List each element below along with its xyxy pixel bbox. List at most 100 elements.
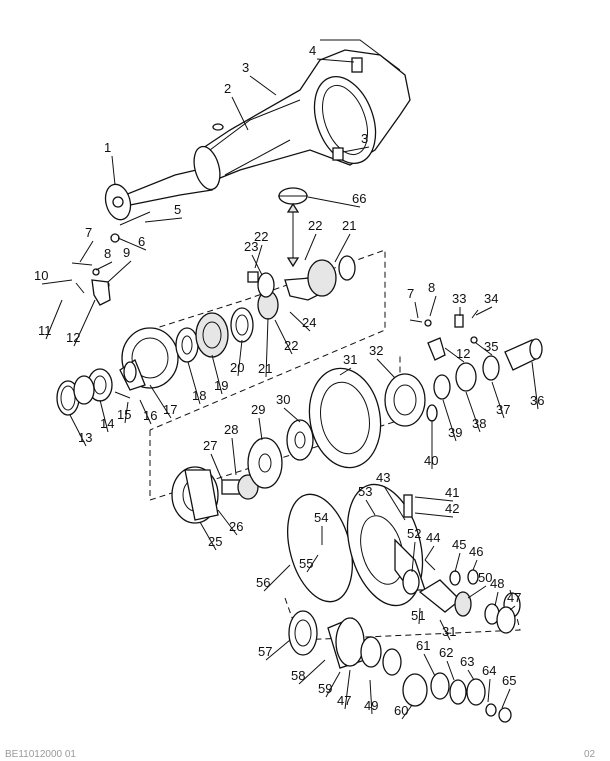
leader-line (424, 545, 435, 561)
leader-line (339, 367, 352, 376)
callout-45: 45 (452, 537, 466, 552)
callout-35: 35 (484, 339, 498, 354)
callout-20: 20 (230, 360, 244, 375)
callout-7: 7 (85, 225, 92, 240)
ring-gear (308, 367, 382, 469)
leader-line (369, 679, 373, 715)
right-bearings (433, 355, 500, 400)
callout-22: 22 (284, 338, 298, 353)
callout-14: 14 (100, 416, 114, 431)
side-gear-assembly (175, 255, 356, 363)
leader-line (289, 311, 311, 332)
callout-31: 31 (343, 352, 357, 367)
leader-line (509, 605, 516, 611)
leader-line (531, 361, 539, 410)
differential-case-half (384, 373, 438, 427)
callout-21: 21 (258, 361, 272, 376)
leader-line (307, 196, 361, 208)
callout-2: 2 (224, 81, 231, 96)
leader-line (231, 96, 249, 131)
leader-line (41, 279, 73, 285)
leader-line (258, 417, 263, 441)
callout-38: 38 (472, 416, 486, 431)
leader-line (251, 254, 263, 276)
footer-left-code: BE11012000 01 (5, 749, 76, 760)
leader-line (231, 437, 237, 476)
callout-18: 18 (192, 388, 206, 403)
callout-27: 27 (203, 438, 217, 453)
callout-8: 8 (428, 280, 435, 295)
leader-line (429, 295, 437, 317)
leader-line (414, 301, 419, 319)
callout-12: 12 (66, 330, 80, 345)
callout-41: 41 (445, 485, 459, 500)
callout-30: 30 (276, 392, 290, 407)
leader-line (475, 306, 493, 316)
axle-housing (199, 39, 411, 181)
callout-61: 61 (416, 638, 430, 653)
callout-3: 3 (361, 131, 368, 146)
leader-line (334, 233, 351, 263)
callout-19: 19 (214, 378, 228, 393)
leader-line (411, 541, 416, 573)
leader-line (265, 639, 291, 661)
callout-31: 31 (442, 624, 456, 639)
leader-line (69, 414, 87, 447)
pinion-cage-group (288, 610, 512, 723)
leader-line (418, 607, 421, 625)
callout-7: 7 (407, 286, 414, 301)
leader-line (325, 671, 341, 698)
leader-line (124, 401, 129, 424)
callout-39: 39 (448, 425, 462, 440)
right-bracket-group (409, 309, 479, 361)
callout-48: 48 (490, 576, 504, 591)
leader-line (111, 155, 116, 186)
callout-15: 15 (117, 407, 131, 422)
case-half-left-group (171, 419, 314, 524)
callout-13: 13 (78, 430, 92, 445)
leader-line (501, 688, 511, 709)
leader-line (211, 354, 223, 395)
leader-line (465, 391, 481, 433)
callout-66: 66 (352, 191, 366, 206)
leader-line (79, 240, 94, 263)
callout-46: 46 (469, 544, 483, 559)
leader-line (107, 260, 132, 283)
callout-16: 16 (143, 408, 157, 423)
leader-line (467, 669, 475, 681)
leader-line (344, 669, 351, 710)
callout-32: 32 (369, 343, 383, 358)
callout-44: 44 (426, 530, 440, 545)
leader-line (95, 261, 113, 271)
leader-line (199, 521, 217, 551)
leader-line (423, 653, 436, 677)
leader-line (454, 552, 461, 573)
leader-line (217, 509, 238, 536)
callout-4: 4 (309, 43, 316, 58)
leader-line (342, 146, 370, 153)
callout-17: 17 (163, 402, 177, 417)
leader-line (304, 233, 317, 261)
leader-line (99, 399, 109, 433)
bearing-cup-cone (56, 368, 113, 416)
callout-25: 25 (208, 534, 222, 549)
left-bracket-group (71, 262, 111, 306)
callout-42: 42 (445, 501, 459, 516)
callout-22: 22 (254, 229, 268, 244)
spider-cross (278, 187, 308, 268)
leader-line (365, 499, 376, 516)
leader-line (283, 407, 301, 423)
spindle (104, 145, 221, 221)
callout-6: 6 (138, 234, 145, 249)
callout-33: 33 (452, 291, 466, 306)
leader-line (139, 399, 152, 425)
leader-line (494, 591, 499, 607)
callout-51: 51 (411, 608, 425, 623)
callout-60: 60 (394, 703, 408, 718)
leader-line (414, 496, 454, 502)
leader-line (316, 58, 355, 63)
leader-line (446, 660, 455, 681)
leader-line (487, 678, 491, 703)
